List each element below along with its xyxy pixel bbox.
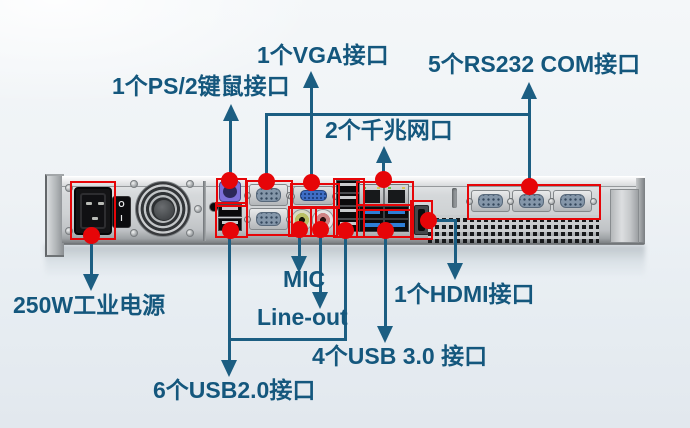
screw <box>130 180 138 188</box>
callout-dot-ps2 <box>221 172 238 189</box>
callout-elbow-com-left-vertical <box>265 113 268 181</box>
com-port-3 <box>466 190 515 212</box>
lan-port-socket <box>363 190 380 203</box>
arrow-down-lineout <box>312 292 328 309</box>
label-usb3: 4个USB 3.0 接口 <box>312 343 488 369</box>
com-port-pins <box>478 194 503 208</box>
psu-fan-grille <box>135 181 191 237</box>
psu-io-divider <box>203 181 206 241</box>
callout-line-vga <box>310 86 313 181</box>
callout-dot-lan <box>375 171 392 188</box>
screw <box>186 229 194 237</box>
ac-pin <box>92 217 98 220</box>
com-port-pins <box>519 194 544 208</box>
arrow-up-ps2 <box>223 104 239 121</box>
callout-line-lineout <box>319 236 322 294</box>
power-switch-on-marking: I <box>120 214 123 223</box>
callout-line-usb2-left <box>228 236 231 362</box>
arrow-down-power <box>83 274 99 291</box>
arrow-up-rs232 <box>521 82 537 99</box>
vent-slot <box>452 188 457 208</box>
screw <box>130 229 138 237</box>
label-ps2: 1个PS/2键鼠接口 <box>112 73 290 99</box>
com-port-pins <box>560 194 585 208</box>
callout-dot-power <box>83 227 100 244</box>
ac-pin <box>86 202 92 205</box>
ac-pin <box>98 202 104 205</box>
power-switch-off-marking: O <box>118 200 125 209</box>
callout-bracket-usb2 <box>228 338 347 341</box>
callout-line-rs232 <box>528 97 531 187</box>
label-mic: MIC <box>283 266 326 292</box>
callout-dot-usb2-quad <box>337 222 354 239</box>
label-power: 250W工业电源 <box>13 292 166 318</box>
arrow-down-mic <box>291 256 307 273</box>
com-port-2 <box>244 208 293 230</box>
psu-fan-hub <box>153 199 175 221</box>
chassis-right-edge <box>636 178 645 242</box>
label-hdmi: 1个HDMI接口 <box>394 281 535 307</box>
rack-ear-left <box>45 174 64 257</box>
label-vga: 1个VGA接口 <box>257 42 389 68</box>
callout-elbow-com-left-horizontal <box>265 113 531 116</box>
screw <box>65 227 73 235</box>
callout-line-usb3 <box>384 236 387 328</box>
power-switch: O I <box>112 196 131 228</box>
callout-dot-mic <box>291 221 308 238</box>
callout-line-power <box>90 234 93 276</box>
arrow-up-lan <box>376 146 392 163</box>
label-lineout: Line-out <box>257 304 348 330</box>
usb2-port <box>218 204 242 217</box>
callout-dot-usb3 <box>377 222 394 239</box>
blank-slot-plate <box>610 189 639 243</box>
callout-dot-lineout <box>312 221 329 238</box>
callout-dot-vga <box>303 174 320 191</box>
screw <box>194 205 202 213</box>
callout-line-hdmi-horizontal <box>429 219 457 222</box>
com-port-pins <box>256 212 281 226</box>
arrow-up-vga <box>303 71 319 88</box>
callout-line-ps2 <box>229 118 232 181</box>
label-lan: 2个千兆网口 <box>325 117 453 143</box>
screw <box>186 180 194 188</box>
callout-dot-hdmi <box>420 212 437 229</box>
callout-line-lan <box>382 160 385 181</box>
label-usb2: 6个USB2.0接口 <box>153 377 316 403</box>
lan-port-socket <box>388 190 405 203</box>
callout-line-usb2-right <box>344 236 347 340</box>
screw <box>65 184 73 192</box>
callout-dot-rs232 <box>521 178 538 195</box>
arrow-down-hdmi <box>447 263 463 280</box>
callout-line-hdmi-vertical <box>454 219 457 265</box>
com-port-5 <box>548 190 597 212</box>
label-rs232: 5个RS232 COM接口 <box>428 51 641 77</box>
callout-line-mic <box>298 236 301 258</box>
arrow-down-usb2 <box>221 360 237 377</box>
callout-dot-com-left <box>258 173 275 190</box>
callout-dot-usb2-dual <box>222 222 239 239</box>
lan-port-1 <box>359 184 384 207</box>
arrow-down-usb3 <box>377 326 393 343</box>
ac-power-inlet <box>74 187 112 235</box>
